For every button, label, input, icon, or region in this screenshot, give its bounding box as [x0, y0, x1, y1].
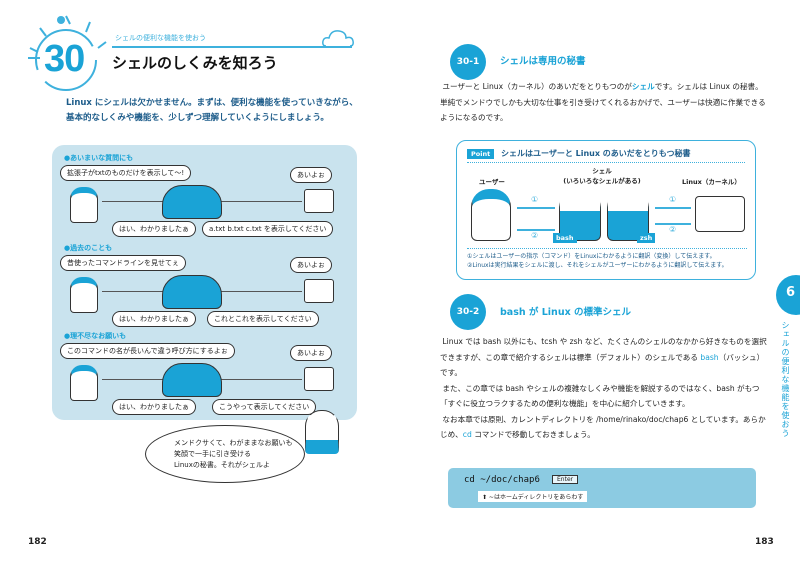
zsh-shell-figure-icon [607, 189, 649, 241]
user-character-icon [70, 277, 98, 313]
kernel-robot-icon [695, 196, 745, 232]
chapter-tab-number: 6 [776, 275, 800, 315]
body-text: なお本章では原則、カレントディレクトリを /home/rinako/doc/ch… [440, 414, 766, 440]
bash-shell-figure-icon [559, 189, 601, 241]
shell-label: シェル (いろいろなシェルがある) [557, 165, 647, 185]
section-label: シェルの便利な機能を使おう [115, 34, 206, 42]
section-1-body: ユーザーと Linux（カーネル）のあいだをとりもつのがシェルです。シェルは L… [440, 79, 770, 126]
arrow-left-icon [517, 229, 555, 231]
shell-reply-bubble: はい、わかりましたぁ [112, 311, 196, 327]
note-1: ①シェルはユーザーの指示（コマンド）をLinuxにわかるように翻訳（変換）して伝… [467, 253, 716, 260]
right-page: 30-1 シェルは専用の秘書 ユーザーと Linux（カーネル）のあいだをとりも… [400, 0, 800, 569]
step-2-label: ② [669, 225, 677, 234]
robot-kernel-icon [304, 189, 334, 213]
closing-line-1: メンドクサくて、わがままなお願いも [174, 439, 293, 447]
left-page: 30 シェルの便利な機能を使おう シェルのしくみを知ろう Linux にシェルは… [28, 15, 358, 547]
step-1-label: ① [531, 195, 539, 204]
kernel-label: Linux（カーネル） [682, 178, 741, 186]
kernel-speech-bubble: あいよぉ [290, 257, 332, 273]
robot-kernel-icon [304, 367, 334, 391]
shell-to-kernel-bubble: こうやって表示してください [212, 399, 317, 415]
enter-key-label: Enter [552, 475, 579, 484]
shell-to-kernel-bubble: これとこれを表示してください [207, 311, 319, 327]
step-2-label: ② [531, 231, 539, 240]
intro-text: Linux にシェルは欠かせません。まずは、便利な機能を使っていきながら、基本的… [66, 98, 358, 123]
closing-speech-bubble: メンドクサくて、わがままなお願いも 笑顔で一手に引き受ける Linuxの秘書。そ… [145, 425, 305, 483]
shell-characters-icon [162, 185, 222, 219]
shell-reply-bubble: はい、わかりましたぁ [112, 399, 196, 415]
chapter-number: 30 [44, 38, 85, 80]
arrow-right-icon [655, 207, 691, 209]
page-title: シェルのしくみを知ろう [112, 54, 278, 72]
chapter-side-tab: 6 シェルの便利な機能を使おう [770, 275, 800, 475]
body-text: ユーザーと Linux（カーネル）のあいだをとりもつのが [442, 82, 632, 91]
point-box: Point シェルはユーザーと Linux のあいだをとりもつ秘書 ユーザー シ… [456, 140, 756, 280]
note-2: ②Linuxは実行結果をシェルに渡し、それをシェルがユーザーにわかるように翻訳し… [467, 262, 728, 269]
body-text: （バッシュ）です。 [440, 352, 765, 378]
dotted-divider [467, 162, 745, 163]
scene-vague-request: ●あいまいな質問にも 拡張子がtxtのものだけを表示して〜! あいよぉ はい、わ… [52, 149, 357, 239]
point-tag: Point [467, 149, 495, 159]
body-text: Linux では bash 以外にも、tcsh や zsh など、たくさんのシェ… [440, 337, 767, 362]
section-title-30-1: シェルは専用の秘書 [500, 56, 586, 67]
scene-history: ●過去のことも 昔使ったコマンドラインを見せてぇ あいよぉ はい、わかりましたぁ… [52, 239, 357, 329]
shell-reply-bubble: はい、わかりましたぁ [112, 221, 196, 237]
robot-kernel-icon [304, 279, 334, 303]
user-speech-bubble: 昔使ったコマンドラインを見せてぇ [60, 255, 186, 271]
zsh-tag: zsh [637, 233, 656, 243]
user-speech-bubble: このコマンドの名が長いんで違う呼び方にするよぉ [60, 343, 235, 359]
closing-line-2: 笑顔で一手に引き受ける [174, 450, 251, 458]
highlight-bash: bash [700, 352, 719, 362]
header-rule [112, 46, 352, 48]
page-number-left: 182 [28, 537, 47, 547]
command-note: ⬆ ~はホームディレクトリをあらわす [478, 491, 588, 502]
shell-label-line-1: シェル [592, 167, 612, 175]
body-text: です。シェルは Linux の秘書。単純でメンドウでしかも大切な仕事を引き受けて… [440, 82, 766, 122]
kernel-speech-bubble: あいよぉ [290, 345, 332, 361]
arrow-left-icon [655, 223, 691, 225]
user-character-icon [70, 365, 98, 401]
scene-label: ●過去のことも [64, 244, 113, 252]
point-notes: ①シェルはユーザーの指示（コマンド）をLinuxにわかるように翻訳（変換）して伝… [467, 248, 747, 270]
user-label: ユーザー [479, 178, 505, 186]
command-example-box: cd ~/doc/chap6 Enter ⬆ ~はホームディレクトリをあらわす [448, 468, 756, 508]
highlight-cd: cd [462, 430, 472, 439]
sun-decoration-icon [28, 15, 107, 91]
user-figure-icon [471, 189, 511, 241]
user-character-icon [70, 187, 98, 223]
section-title-30-2: bash が Linux の標準シェル [500, 307, 632, 318]
section-badge-30-1: 30-1 [450, 44, 486, 80]
step-1-label: ① [669, 195, 677, 204]
shell-characters-icon [162, 275, 222, 309]
scene-label: ●理不尽なお願いも [64, 332, 127, 340]
body-text: また、この章では bash やシェルの複雑なしくみや機能を解説するのではなく、b… [440, 383, 760, 409]
page-number-right: 183 [755, 537, 774, 547]
user-speech-bubble: 拡張子がtxtのものだけを表示して〜! [60, 165, 192, 181]
shell-characters-icon [162, 363, 222, 397]
bash-tag: bash [553, 233, 577, 243]
body-text: コマンドで移動しておきましょう。 [471, 430, 595, 439]
scene-label: ●あいまいな質問にも [64, 154, 134, 162]
illustration-panel: ●あいまいな質問にも 拡張子がtxtのものだけを表示して〜! あいよぉ はい、わ… [52, 145, 357, 420]
scene-unreasonable-request: ●理不尽なお願いも このコマンドの名が長いんで違う呼び方にするよぉ あいよぉ は… [52, 327, 357, 417]
shell-label-line-2: (いろいろなシェルがある) [563, 177, 641, 185]
section-badge-30-2: 30-2 [450, 294, 486, 330]
shell-to-kernel-bubble: a.txt b.txt c.txt を表示してください [202, 221, 334, 237]
section-2-body: Linux では bash 以外にも、tcsh や zsh など、たくさんのシェ… [440, 334, 770, 443]
point-title: シェルはユーザーと Linux のあいだをとりもつ秘書 [501, 149, 691, 158]
cloud-icon [322, 30, 354, 47]
secretary-character-icon [305, 410, 339, 454]
highlight-shell: シェル [631, 82, 655, 91]
command-text: cd ~/doc/chap6 [464, 475, 540, 485]
closing-line-3: Linuxの秘書。それがシェルよ [174, 461, 270, 469]
chapter-tab-label: シェルの便利な機能を使おう [781, 321, 790, 438]
arrow-right-icon [517, 207, 555, 209]
kernel-speech-bubble: あいよぉ [290, 167, 332, 183]
